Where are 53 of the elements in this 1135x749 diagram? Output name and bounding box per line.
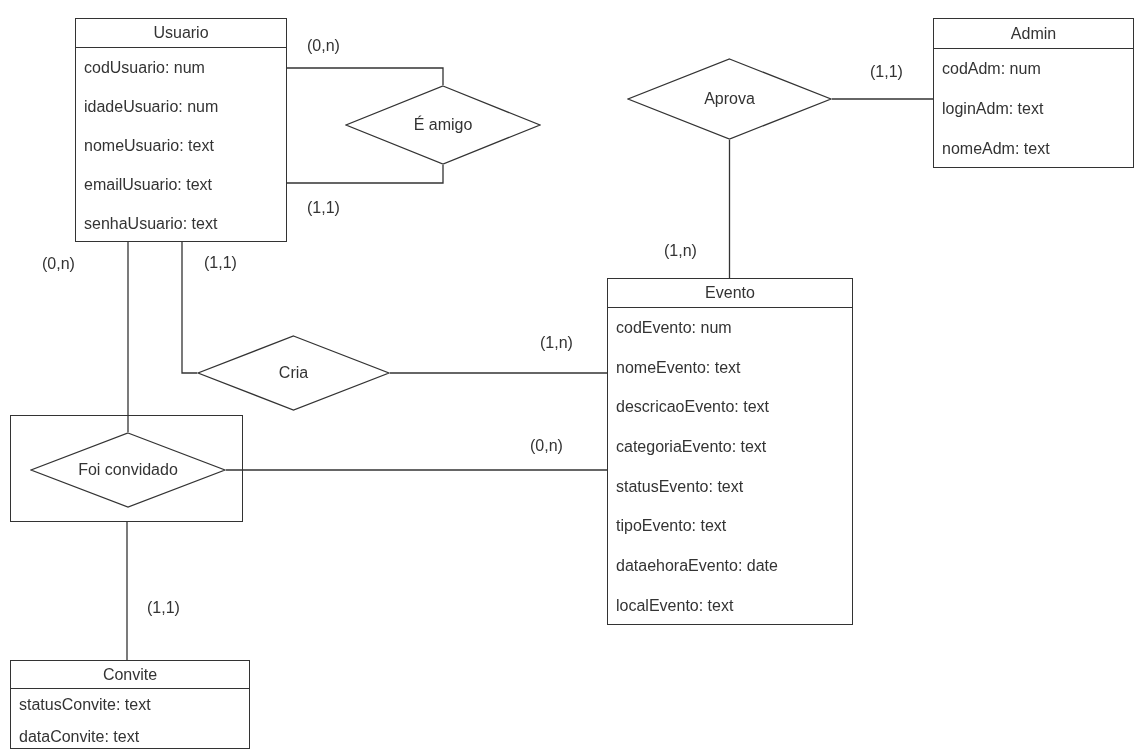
attribute-text: codUsuario: num: [84, 59, 205, 76]
cardinality-label: (0,n): [528, 438, 565, 454]
attribute-text: codAdm: num: [942, 61, 1041, 77]
attribute-text: emailUsuario: text: [84, 176, 213, 193]
attribute-text: statusConvite: text: [19, 697, 151, 713]
cardinality-label: (1,1): [305, 200, 342, 216]
attribute-text: statusEvento: text: [616, 478, 744, 495]
connector-line: [831, 98, 934, 100]
entity-name: Evento: [705, 285, 755, 301]
attribute-text: categoriaEvento: text: [616, 438, 767, 455]
cardinality-label: (0,n): [40, 256, 77, 272]
relationship-diamond: [30, 432, 226, 508]
associative-entity-box: [10, 415, 243, 522]
entity-name: Convite: [102, 666, 158, 683]
cardinality-label: (1,1): [145, 600, 182, 616]
attribute-text: senhaUsuario: text: [84, 215, 218, 232]
relationship-label: É amigo: [413, 117, 473, 133]
attribute-text: idadeUsuario: num: [84, 98, 219, 115]
attribute-text: codEvento: num: [616, 319, 732, 336]
attribute-text: loginAdm: text: [942, 101, 1044, 117]
connector-line: [126, 521, 128, 661]
relationship-label: Foi convidado: [78, 462, 178, 478]
attribute-text: nomeEvento: text: [616, 359, 741, 376]
connector-line: [286, 67, 444, 86]
cardinality-label: (1,1): [868, 64, 905, 80]
entity-table: [75, 18, 287, 242]
cardinality-label: (0,n): [305, 38, 342, 54]
entity-table: [10, 660, 250, 749]
relationship-diamond: [197, 335, 390, 411]
attribute-text: descricaoEvento: text: [616, 399, 769, 416]
attribute-text: dataConvite: text: [19, 729, 140, 745]
attribute-text: nomeUsuario: text: [84, 137, 214, 154]
connector-line: [728, 139, 731, 279]
connector-line: [286, 164, 444, 184]
cardinality-label: (1,n): [662, 243, 699, 259]
relationship-diamond: [627, 58, 832, 140]
attribute-text: nomeAdm: text: [942, 141, 1050, 157]
connector-line: [181, 241, 198, 374]
cardinality-label: (1,1): [202, 255, 239, 271]
entity-name: Admin: [1010, 25, 1057, 42]
connector-line: [389, 372, 608, 374]
cardinality-label: (1,n): [538, 335, 575, 351]
connector-line: [127, 241, 129, 433]
attribute-text: tipoEvento: text: [616, 518, 727, 535]
connector-line: [225, 469, 608, 471]
entity-table: [607, 278, 853, 625]
relationship-label: Aprova: [704, 91, 755, 107]
relationship-diamond: [345, 85, 541, 165]
attribute-text: localEvento: text: [616, 597, 734, 614]
entity-name: Usuario: [153, 25, 209, 41]
attribute-text: dataehoraEvento: date: [616, 557, 778, 574]
relationship-label: Cria: [278, 365, 309, 381]
entity-table: [933, 18, 1134, 168]
